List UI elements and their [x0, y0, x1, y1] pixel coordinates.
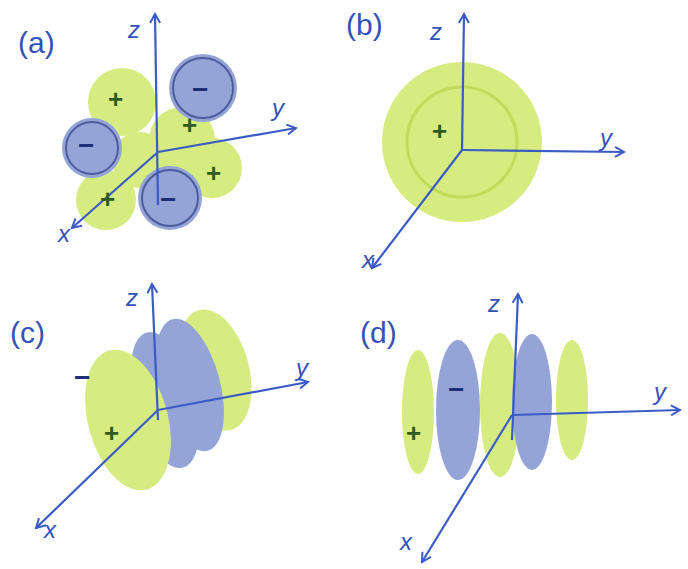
panel-label: (a)	[18, 28, 55, 58]
sign-plus: +	[182, 112, 197, 138]
sign-plus: +	[108, 86, 123, 112]
sign-plus: +	[104, 420, 119, 446]
axis-label: z	[488, 292, 500, 316]
sign-minus: −	[78, 132, 94, 160]
axis-label: z	[430, 20, 442, 44]
axis-label: x	[362, 248, 374, 272]
sign-minus: −	[448, 376, 464, 404]
panel-label: (d)	[360, 318, 397, 348]
sign-minus: −	[192, 76, 208, 104]
sign-minus: −	[160, 186, 176, 214]
axis-label: x	[58, 222, 70, 246]
sign-minus: −	[74, 364, 90, 392]
axis-label: y	[296, 356, 308, 380]
sign-plus: +	[406, 420, 421, 446]
axis-label: y	[654, 380, 666, 404]
axis-label: z	[126, 286, 138, 310]
panel-label: (c)	[10, 318, 45, 348]
sign-plus: +	[100, 186, 115, 212]
panel-label: (b)	[346, 10, 383, 40]
axis-label: y	[272, 96, 284, 120]
sign-plus: +	[206, 160, 221, 186]
axis-label: x	[400, 530, 412, 554]
axis-label: x	[44, 518, 56, 542]
axis-label: z	[128, 18, 140, 42]
axis-label: y	[600, 126, 612, 150]
sign-plus: +	[432, 118, 447, 144]
